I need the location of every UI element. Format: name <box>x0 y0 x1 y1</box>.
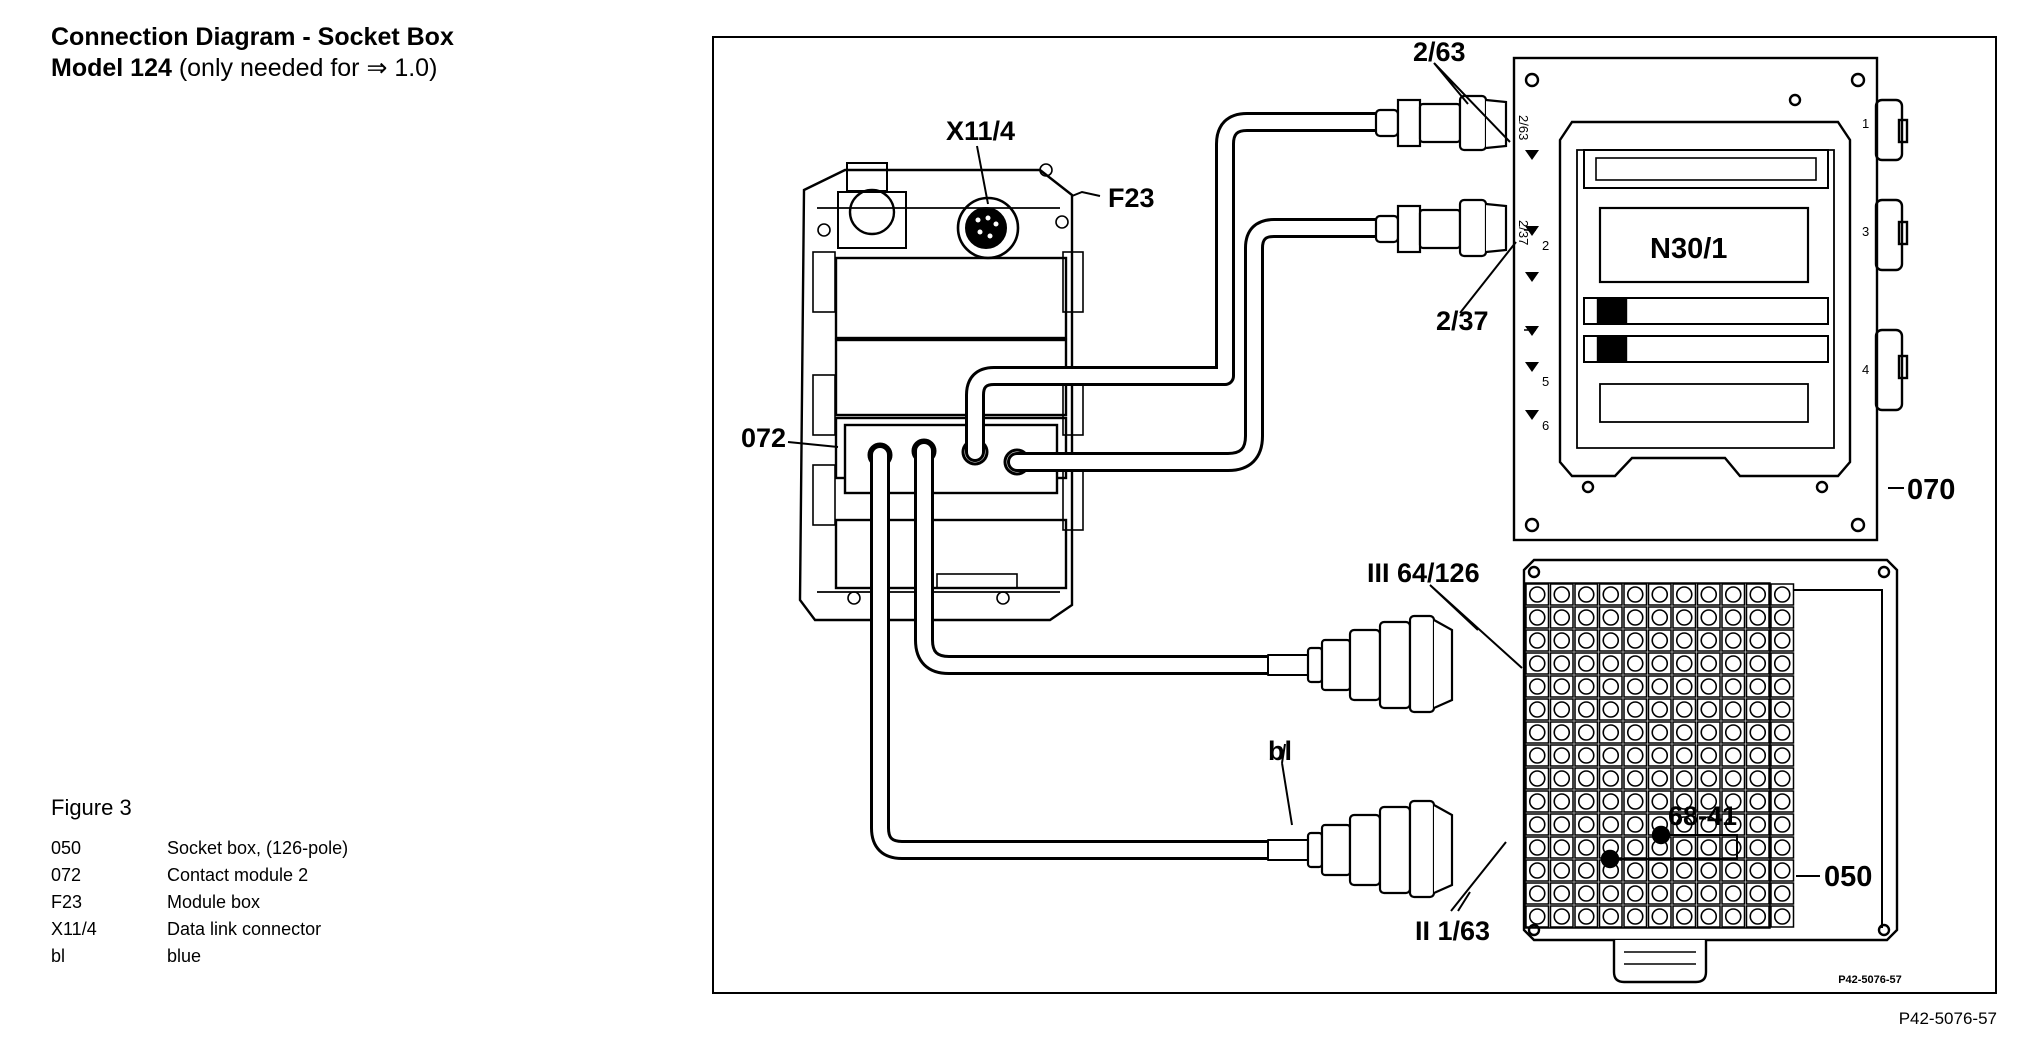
mark-3: 3 <box>1862 224 1869 239</box>
legend-row: F23 Module box <box>51 889 348 916</box>
diagram-frame <box>712 36 1997 994</box>
mark-6: 6 <box>1542 418 1549 433</box>
connector-2-37 <box>1374 198 1508 258</box>
heading-model: Model 124 <box>51 54 172 82</box>
legend-code: bl <box>51 946 66 966</box>
cables <box>870 112 1388 861</box>
label-070: 070 <box>1907 474 1955 506</box>
mark-1: 1 <box>1862 116 1869 131</box>
heading-line-1: Connection Diagram - Socket Box <box>51 23 454 51</box>
heading-line-2: Model 124 (only needed for ⇒ 1.0) <box>51 53 454 84</box>
label-68-41: 68-41 <box>1668 801 1737 831</box>
legend-code: 050 <box>51 838 82 858</box>
connector-64-126 <box>1306 614 1454 714</box>
data-link-connector-x11-4 <box>956 196 1020 260</box>
label-bl: bl <box>1268 736 1292 766</box>
label-2-63: 2/63 <box>1413 37 1466 67</box>
connector-1-63 <box>1306 799 1454 899</box>
legend-desc: Socket box, (126-pole) <box>167 838 349 858</box>
label-64-126: III 64/126 <box>1367 558 1480 588</box>
figure-caption: Figure 3 <box>51 795 132 820</box>
mark-2-63: 2/63 <box>1516 115 1531 140</box>
heading-note: (only needed for ⇒ 1.0) <box>171 54 438 82</box>
label-050: 050 <box>1824 861 1872 893</box>
figure-legend: Figure 3 050 Socket box, (126-pole) 072 Co… <box>51 795 348 970</box>
legend-desc: Data link connector <box>167 919 322 939</box>
label-2-37: 2/37 <box>1436 306 1489 336</box>
module-box-f23 <box>798 162 1084 622</box>
mark-2: 2 <box>1542 238 1549 253</box>
mark-2-37: 2/37 <box>1516 220 1531 245</box>
legend-row: bl blue <box>51 943 348 970</box>
label-072: 072 <box>741 423 786 453</box>
legend-desc: Contact module 2 <box>167 865 309 885</box>
legend-code: F23 <box>51 892 83 912</box>
legend-row: 072 Contact module 2 <box>51 862 348 889</box>
inner-reference: P42-5076-57 <box>1838 974 1902 986</box>
legend-code: X11/4 <box>51 919 97 939</box>
socket-box-050 <box>1522 558 1899 984</box>
mark-4: 4 <box>1862 362 1869 377</box>
leader-lines <box>787 62 1904 912</box>
label-x11-4: X11/4 <box>946 116 1015 146</box>
diagram-heading: Connection Diagram - Socket Box Model 12… <box>51 22 454 84</box>
mark-5: 5 <box>1542 374 1549 389</box>
legend-desc: Module box <box>167 892 261 912</box>
control-module-box-070 <box>1512 56 1909 542</box>
legend-desc: blue <box>167 946 202 966</box>
label-1-63: II 1/63 <box>1415 916 1490 946</box>
outer-reference: P42-5076-57 <box>1899 1009 1997 1028</box>
label-n30-1: N30/1 <box>1650 233 1727 265</box>
legend-row: X11/4 Data link connector <box>51 916 348 943</box>
legend-code: 072 <box>51 865 82 885</box>
label-f23: F23 <box>1108 183 1155 213</box>
connector-2-63 <box>1374 94 1508 152</box>
legend-row: 050 Socket box, (126-pole) <box>51 835 348 862</box>
